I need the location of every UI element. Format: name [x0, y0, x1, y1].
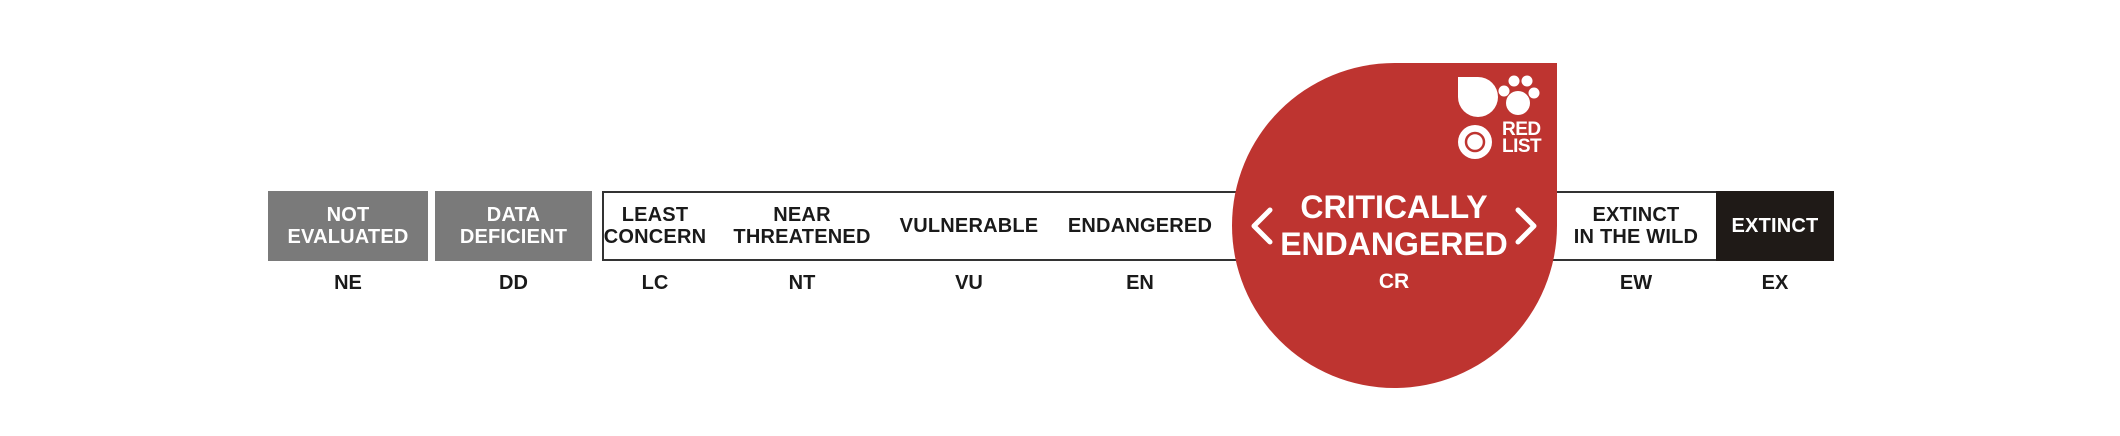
category-code-en: EN — [1126, 271, 1154, 294]
category-code-ne: NE — [334, 271, 362, 294]
category-box-ne — [268, 191, 428, 261]
category-label-vu: VULNERABLE — [899, 215, 1039, 237]
band-left-edge — [602, 191, 604, 261]
category-label-en: ENDANGERED — [1067, 215, 1213, 237]
category-label-ne: NOT EVALUATED — [287, 204, 409, 248]
iucn-red-list-logo-icon — [1458, 75, 1540, 159]
category-box-dd — [435, 191, 592, 261]
category-code-ex: EX — [1761, 271, 1789, 294]
category-label-ew: EXTINCT IN THE WILD — [1573, 204, 1699, 248]
category-label-lc: LEAST CONCERN — [603, 204, 707, 248]
band-top-rule — [602, 191, 1242, 193]
category-label-ex: EXTINCT — [1731, 215, 1819, 237]
category-code-dd: DD — [499, 271, 528, 294]
critically-endangered-highlight — [1232, 63, 1557, 388]
category-code-lc: LC — [641, 271, 669, 294]
ew-top-rule — [1550, 191, 1720, 193]
ew-bottom-rule — [1550, 259, 1720, 261]
band-bottom-rule — [602, 259, 1242, 261]
category-code-cr: CR — [1378, 270, 1410, 293]
category-code-vu: VU — [955, 271, 983, 294]
red-list-logo-text: RED LIST — [1502, 119, 1542, 157]
category-label-nt: NEAR THREATENED — [733, 204, 871, 248]
chevron-left-icon — [1251, 207, 1273, 245]
chevron-right-icon — [1515, 207, 1537, 245]
category-label-dd: DATA DEFICIENT — [459, 204, 568, 248]
category-code-nt: NT — [788, 271, 816, 294]
category-code-ew: EW — [1619, 271, 1653, 294]
category-label-cr: CRITICALLY ENDANGERED — [1280, 189, 1508, 262]
category-box-ex — [1716, 191, 1834, 261]
